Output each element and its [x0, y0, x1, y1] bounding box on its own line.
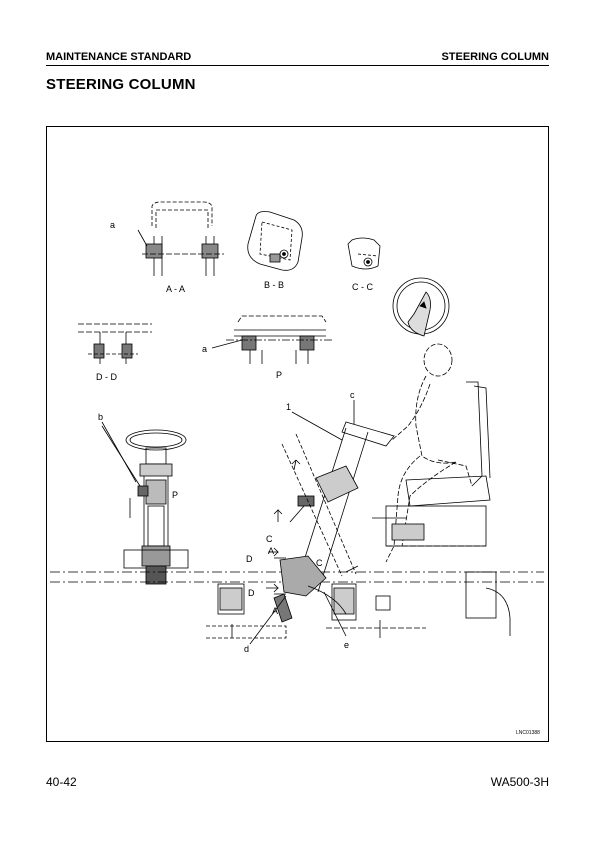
view-label-dd: D - D [96, 372, 117, 382]
section-cc-drawing [347, 237, 381, 270]
figure-code: LNC01388 [516, 730, 540, 736]
view-label-cc: C - C [352, 282, 373, 292]
header-section: MAINTENANCE STANDARD [46, 51, 192, 63]
callout-c: c [350, 390, 355, 400]
section-mark-a2: A [272, 606, 278, 616]
section-mark-d2: D [248, 588, 255, 598]
callout-d: d [244, 644, 249, 654]
page-number: 40-42 [46, 775, 77, 789]
section-arrows [266, 459, 359, 593]
section-mark-c2: C [316, 558, 323, 568]
section-mark-c1: C [266, 534, 273, 544]
section-mark-a1: A [268, 546, 274, 556]
view-label-p: P [276, 370, 282, 380]
callout-e: e [344, 640, 349, 650]
callout-b: b [98, 412, 103, 422]
operator-figure [385, 343, 473, 563]
header-rule [46, 65, 549, 66]
operator-seat [372, 381, 491, 547]
callout-a-top: a [110, 220, 115, 230]
page-title: STEERING COLUMN [46, 76, 196, 93]
callout-a-mid: a [202, 344, 207, 354]
callout-leaders [101, 400, 355, 645]
header-topic: STEERING COLUMN [441, 51, 549, 63]
front-view-column-drawing [101, 425, 189, 585]
steering-column-diagram: a A - A B - B C - C a D - D P c 1 b P C … [46, 126, 549, 742]
model-number: WA500-3H [490, 775, 549, 789]
section-bb-drawing [247, 211, 303, 271]
view-label-aa: A - A [166, 284, 185, 294]
section-aa-drawing [137, 201, 224, 276]
side-view-column-drawing [273, 421, 395, 623]
view-label-bb: B - B [264, 280, 284, 290]
steering-wheel-top-view [392, 277, 450, 337]
view-label-p-side: P [172, 490, 178, 500]
figure-frame [46, 126, 549, 742]
section-dd-drawing [78, 323, 152, 364]
callout-1: 1 [286, 402, 291, 412]
section-mark-d1: D [246, 554, 253, 564]
section-p-drawing [211, 315, 334, 364]
